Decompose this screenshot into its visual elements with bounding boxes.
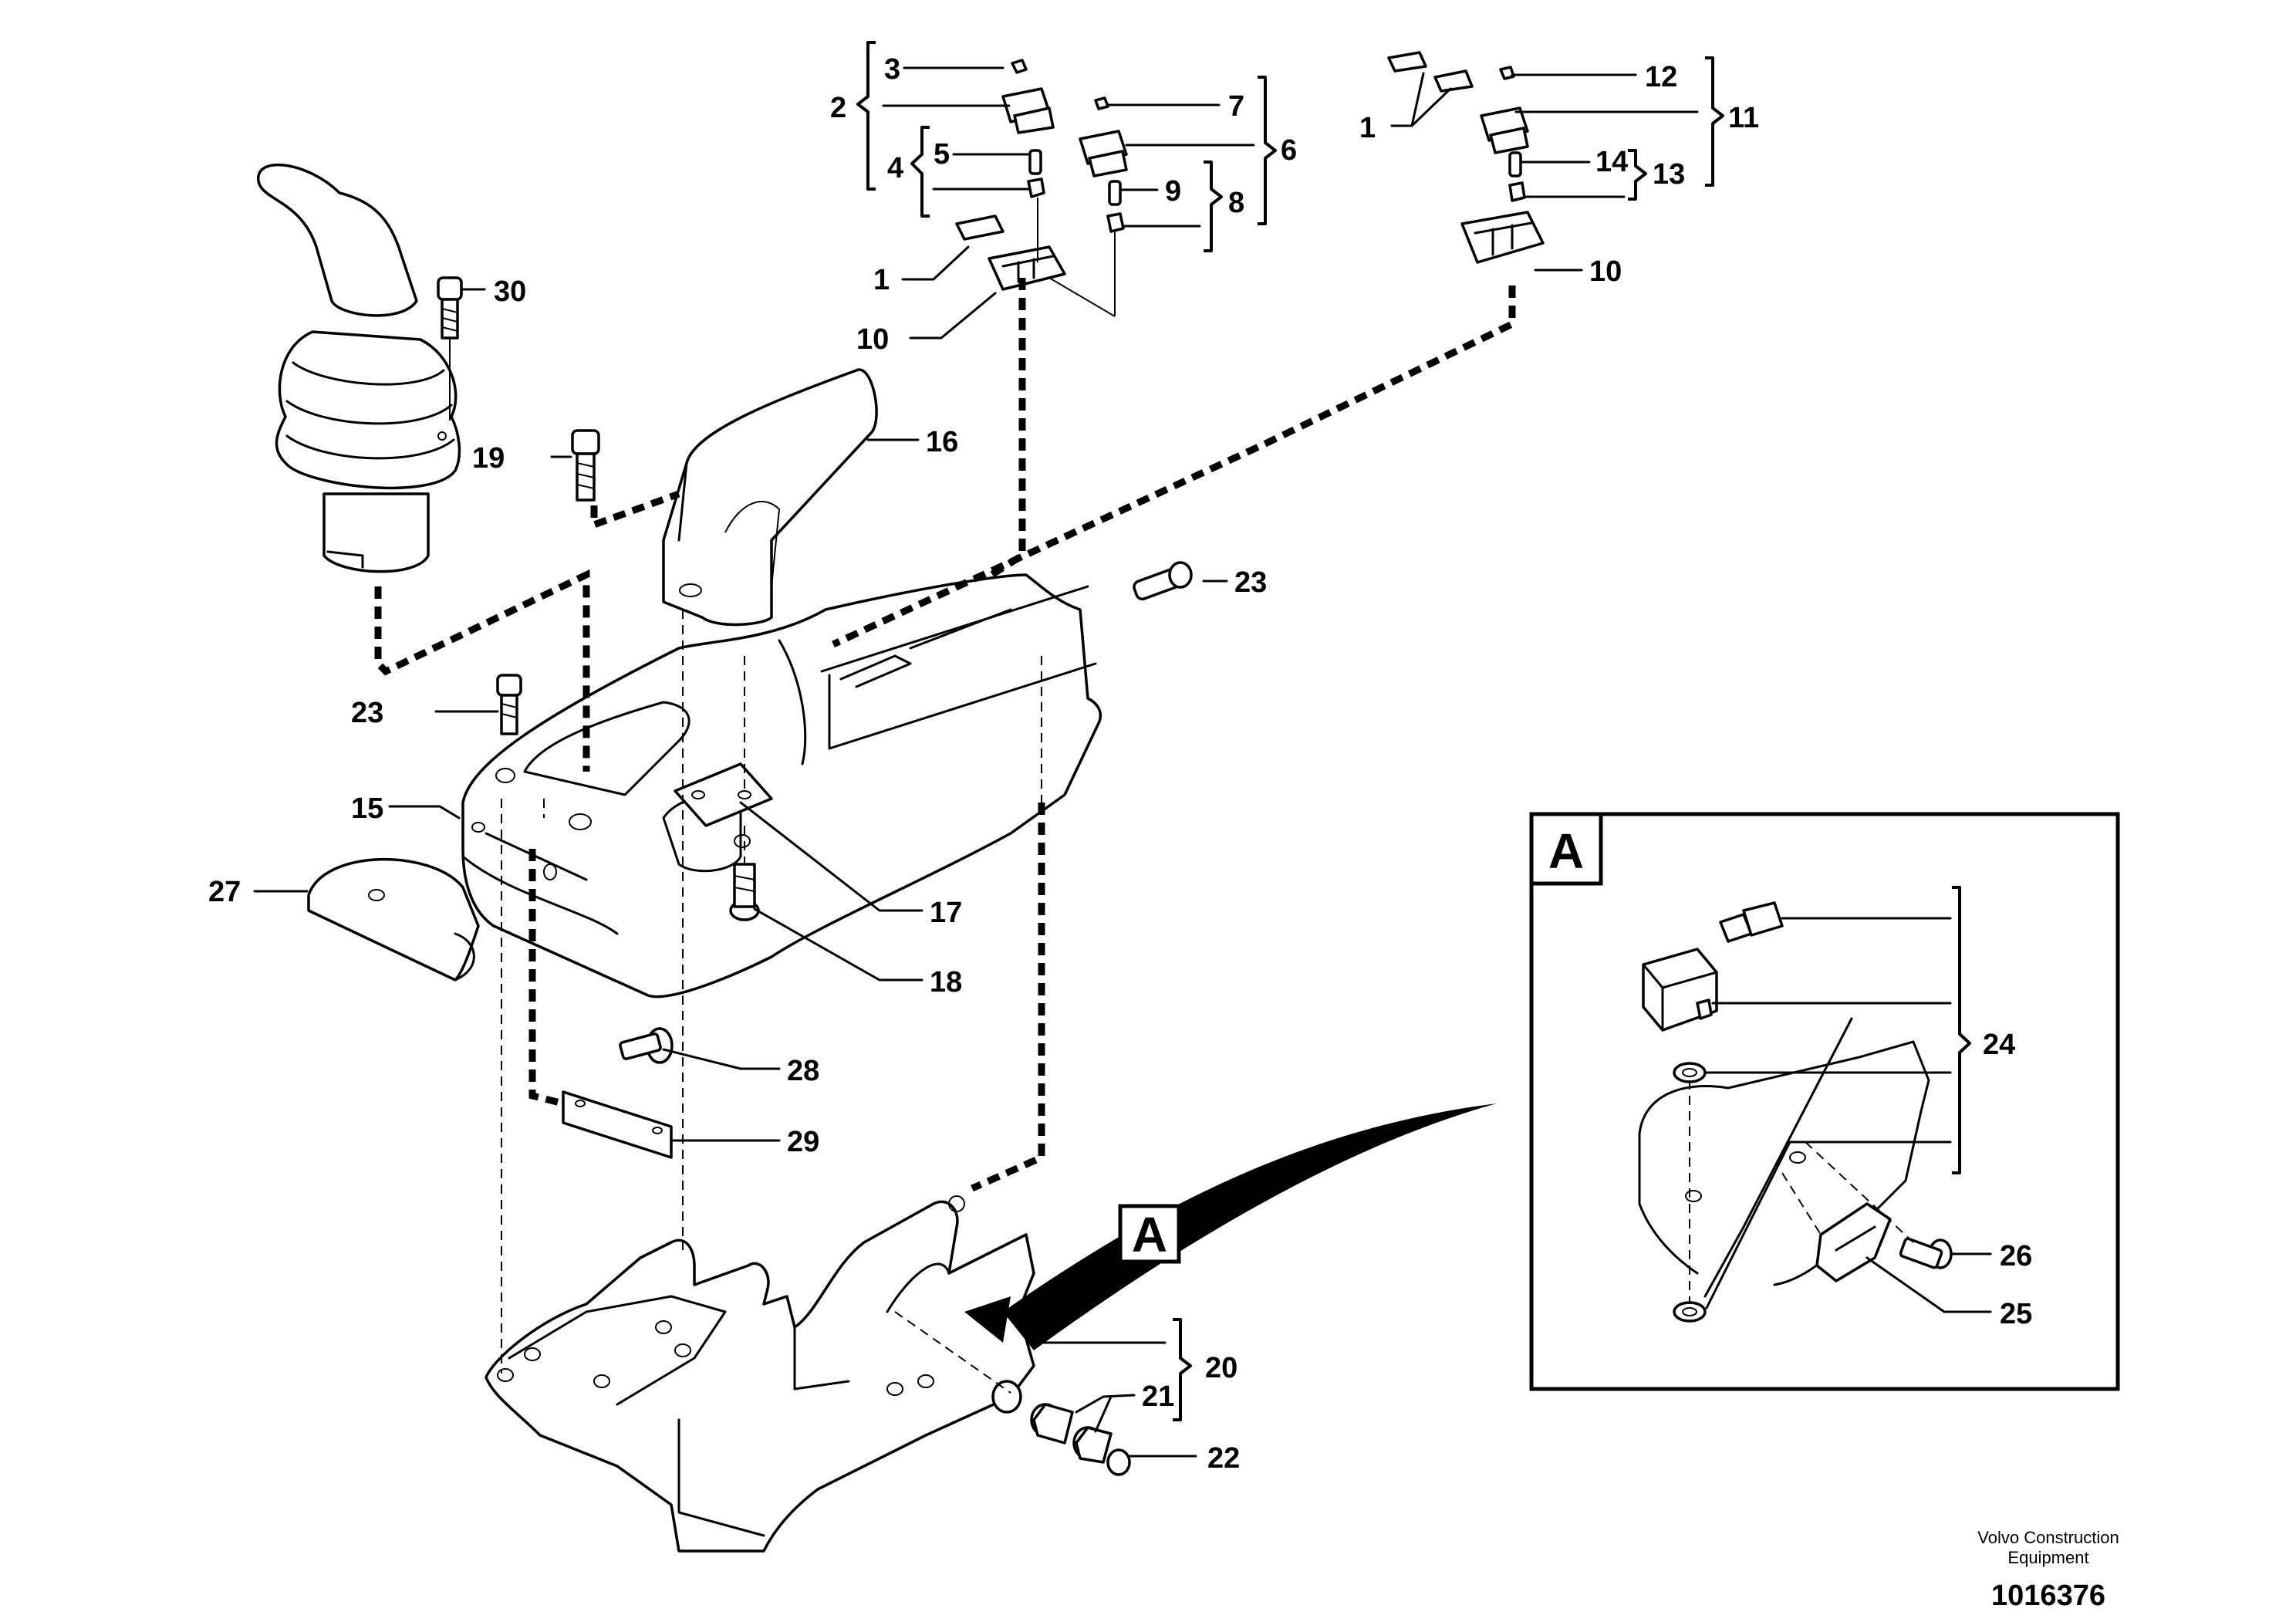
callout-10a: 10 xyxy=(856,323,889,356)
cover-27 xyxy=(307,857,480,982)
callout-18: 18 xyxy=(930,966,962,999)
ring-22 xyxy=(1106,1448,1131,1476)
callout-23b: 23 xyxy=(1234,566,1267,599)
bolt-23-left xyxy=(496,674,522,735)
callout-26: 26 xyxy=(2000,1240,2032,1272)
detail-letter: A xyxy=(1548,823,1584,879)
callout-28: 28 xyxy=(787,1055,819,1087)
console-bracket xyxy=(485,1195,1035,1553)
console-housing-15 xyxy=(461,573,1102,999)
callout-3: 3 xyxy=(884,53,900,86)
callout-10b: 10 xyxy=(1589,255,1622,288)
bolt-30 xyxy=(437,276,486,421)
callout-9: 9 xyxy=(1165,175,1181,208)
callout-7: 7 xyxy=(1228,90,1244,123)
switch-group-left xyxy=(955,59,1128,317)
callout-24: 24 xyxy=(1983,1029,2015,1061)
callout-14: 14 xyxy=(1595,146,1628,178)
callout-27: 27 xyxy=(208,876,241,908)
callout-labels: 3 2 5 4 1 10 7 6 9 8 1 12 11 14 13 10 30… xyxy=(208,53,2032,1475)
callout-30: 30 xyxy=(494,275,526,308)
bolt-28 xyxy=(619,1027,674,1064)
callout-22: 22 xyxy=(1207,1442,1240,1475)
leader-lines xyxy=(253,66,1992,1458)
callout-11: 11 xyxy=(1728,102,1759,134)
callout-box-a: A xyxy=(1118,1204,1181,1264)
credit-line-2: Equipment xyxy=(2007,1548,2088,1567)
joystick xyxy=(257,163,461,573)
callout-23a: 23 xyxy=(351,697,383,729)
bolt-23-right xyxy=(1133,561,1193,601)
callout-19: 19 xyxy=(472,442,505,475)
credit-line-1: Volvo Construction xyxy=(1977,1528,2119,1547)
callout-16: 16 xyxy=(926,426,958,458)
callout-21: 21 xyxy=(1142,1380,1174,1413)
plate-17 xyxy=(674,762,773,827)
bushings-21 xyxy=(1030,1403,1113,1464)
dashed-connectors xyxy=(374,278,1516,1394)
armrest-pad-16 xyxy=(662,368,878,627)
document-number: 1016376 xyxy=(1991,1580,2105,1612)
callout-8: 8 xyxy=(1228,187,1244,219)
callout-17: 17 xyxy=(930,897,962,929)
callout-20: 20 xyxy=(1205,1352,1237,1384)
detail-a-panel: A xyxy=(1529,812,2120,1391)
callout-25: 25 xyxy=(2000,1298,2032,1330)
callout-15: 15 xyxy=(351,792,383,825)
callout-1a: 1 xyxy=(873,264,890,296)
callout-29: 29 xyxy=(787,1126,819,1158)
callout-5: 5 xyxy=(934,138,950,171)
callout-letter: A xyxy=(1132,1207,1167,1262)
callout-2: 2 xyxy=(830,92,846,124)
callout-13: 13 xyxy=(1653,158,1685,191)
bolt-19 xyxy=(550,429,600,502)
arrow-to-detail xyxy=(964,1103,1497,1350)
callout-4: 4 xyxy=(887,152,903,184)
bolt-18 xyxy=(729,863,760,921)
switch-group-right xyxy=(1387,51,1545,264)
plate-29 xyxy=(562,1090,673,1159)
callout-6: 6 xyxy=(1281,134,1297,167)
callout-1b: 1 xyxy=(1359,112,1376,144)
footer: Volvo Construction Equipment 1016376 xyxy=(1977,1528,2119,1612)
braces xyxy=(856,41,1971,1421)
callout-12: 12 xyxy=(1645,61,1677,93)
